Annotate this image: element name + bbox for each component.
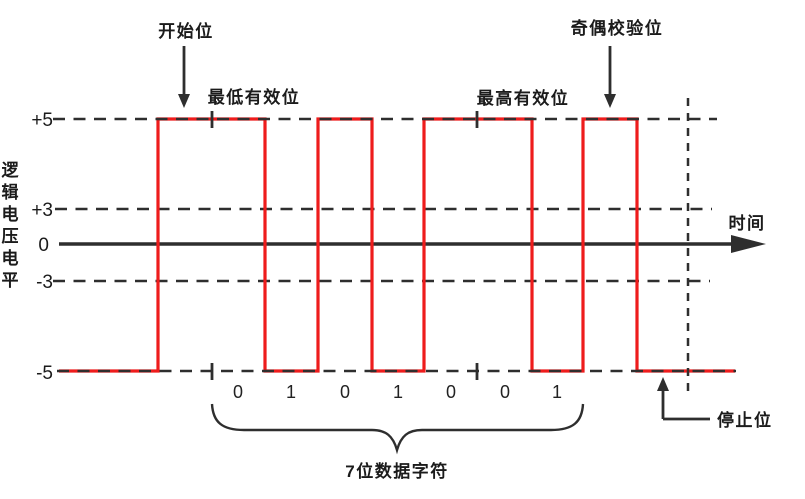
axis-title-char: 电 bbox=[2, 204, 19, 224]
start-bit-arrow bbox=[178, 46, 190, 108]
bit-value: 1 bbox=[393, 382, 403, 402]
data-bits-brace bbox=[210, 403, 585, 455]
axis-title-char: 平 bbox=[2, 271, 19, 290]
y-axis-labels: +5 +3 0 -3 -5 bbox=[31, 110, 53, 384]
axis-title-char: 辑 bbox=[2, 182, 19, 202]
y-label-plus5: +5 bbox=[31, 110, 53, 131]
bit-value: 0 bbox=[446, 382, 456, 402]
axis-title-char: 逻 bbox=[2, 161, 20, 180]
stop-bit-pointer bbox=[657, 377, 710, 421]
parity-bit-arrow bbox=[604, 46, 616, 108]
y-label-minus3: -3 bbox=[36, 272, 53, 293]
parity-bit-label: 奇偶校验位 bbox=[571, 18, 664, 38]
bit-boundary-ticks bbox=[210, 111, 479, 380]
bit-value: 0 bbox=[340, 382, 350, 402]
time-axis-arrowhead bbox=[731, 235, 766, 253]
logic-voltage-level-label: 逻 辑 电 压 电 平 bbox=[2, 161, 20, 290]
axis-title-char: 压 bbox=[2, 227, 19, 246]
voltage-limit-lines bbox=[53, 117, 736, 373]
lsb-label: 最低有效位 bbox=[208, 87, 301, 107]
y-label-minus5: -5 bbox=[36, 363, 53, 384]
axis-title-char: 电 bbox=[2, 248, 19, 268]
bit-value: 1 bbox=[552, 382, 562, 402]
time-axis bbox=[59, 235, 766, 253]
data-char-label: 7位数据字符 bbox=[345, 461, 448, 481]
stop-bit-label: 停止位 bbox=[717, 410, 773, 430]
voltage-reference-lines bbox=[53, 207, 712, 283]
time-axis-label: 时间 bbox=[729, 213, 766, 233]
y-label-plus3: +3 bbox=[31, 200, 53, 221]
y-label-zero: 0 bbox=[38, 235, 49, 256]
start-bit-label: 开始位 bbox=[158, 21, 214, 41]
data-bit-values: 0 1 0 1 0 0 1 bbox=[233, 382, 562, 402]
msb-label: 最高有效位 bbox=[477, 88, 570, 108]
bit-value: 1 bbox=[286, 382, 296, 402]
bit-value: 0 bbox=[500, 382, 510, 402]
bit-value: 0 bbox=[233, 382, 243, 402]
